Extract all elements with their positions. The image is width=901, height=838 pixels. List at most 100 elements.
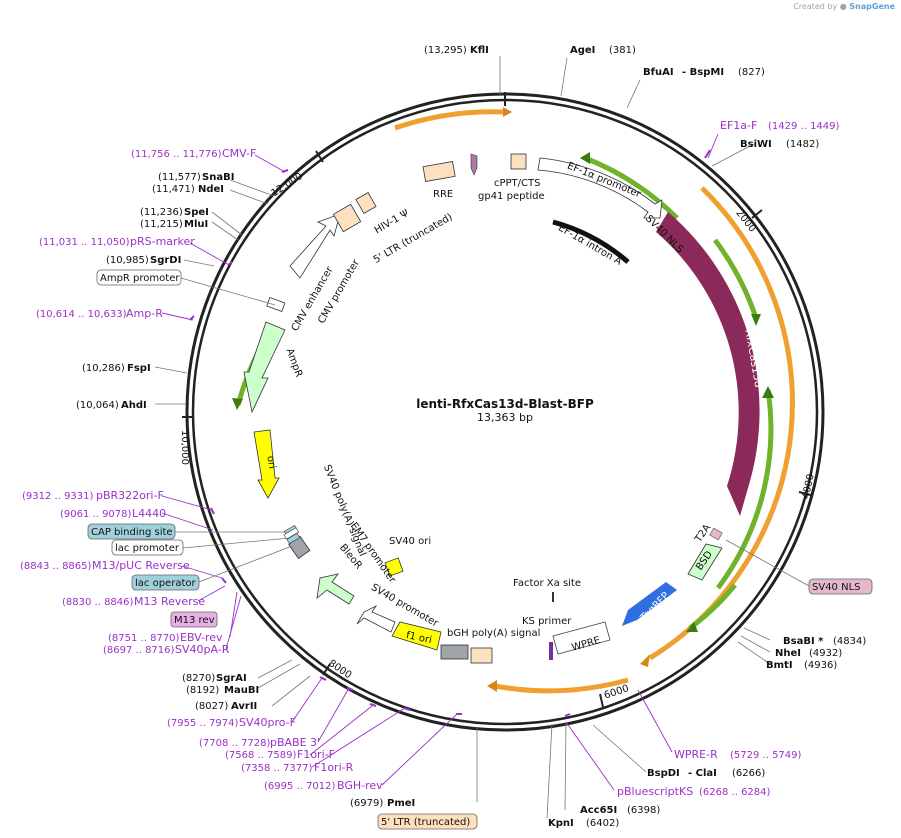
enzyme-fspi-name: FspI — [127, 363, 151, 374]
enzyme-sgrai-name: SgrAI — [216, 673, 247, 684]
enzyme-bspmi-name: - BspMI — [682, 67, 724, 78]
enzyme-agei-coord: (381) — [609, 45, 636, 56]
primer-bgh-rev-coord: (6995 .. 7012) — [264, 781, 336, 792]
primer-cmv-f-name: CMV-F — [222, 147, 256, 160]
ltr5-feature — [332, 203, 362, 233]
gp41-label: gp41 peptide — [478, 191, 545, 202]
enzyme-ndei-name: NdeI — [198, 184, 224, 195]
sv40-ori-feature — [384, 557, 404, 577]
rre-label: RRE — [433, 189, 453, 200]
enzyme-acc65i-coord: (6398) — [627, 805, 660, 816]
primer-l4440-coord: (9061 .. 9078) — [60, 509, 132, 520]
t2a-feature — [709, 527, 723, 541]
sv40-nls-leader — [725, 539, 810, 587]
f1-ori-label: f1 ori — [405, 630, 433, 646]
primer-l4440-name: L4440 — [132, 507, 166, 520]
tick-12000-label: 12,000 — [270, 171, 305, 199]
enzyme-kpni-name: KpnI — [548, 818, 574, 829]
plasmid-size: 13,363 bp — [477, 411, 533, 424]
primer-f1ori-r-coord: (7358 .. 7377) — [241, 763, 313, 774]
tick-2000-mark — [751, 209, 763, 219]
primer-sv40pro-f-coord: (7955 .. 7974) — [167, 718, 239, 729]
enzyme-snabi-name: SnaBI — [202, 172, 234, 183]
credit-prefix: Created by — [793, 2, 838, 11]
orf-green-r2-arrowhead — [762, 386, 774, 398]
lac-operator-boxlabel: lac operator — [135, 578, 196, 589]
enzyme-labels: (13,295) KflI AgeI (381) BfuAI - BspMI (… — [76, 45, 866, 829]
m13-rev-box — [170, 611, 218, 628]
enzyme-bsiwi-coord: (1482) — [786, 139, 819, 150]
enzyme-pmei-coord: (6979) — [350, 798, 383, 809]
lac-promoter-feature — [283, 527, 299, 540]
enzyme-leader-lines — [154, 56, 771, 819]
orf-bottom-orange — [494, 677, 629, 694]
enzyme-maubi-coord: (8192) — [186, 685, 219, 696]
enzyme-ahdi-name: AhdI — [121, 400, 147, 411]
enzyme-mlui-name: MluI — [184, 219, 208, 230]
enzyme-kpni-coord: (6402) — [586, 818, 619, 829]
primer-ticks — [189, 149, 711, 717]
enzyme-spei-name: SpeI — [184, 207, 209, 218]
snapgene-logo-icon: ● — [839, 2, 847, 11]
rfxcas13d-feature — [656, 212, 760, 516]
sv40-nls-boxlabel: SV40 NLS — [812, 582, 861, 593]
enzyme-pmei-name: PmeI — [387, 798, 415, 809]
enzyme-sgrdi-coord: (10,985) — [106, 255, 149, 266]
orf-green-ef-arrowhead — [580, 152, 590, 164]
enzyme-ndei-coord: (11,471) — [152, 184, 195, 195]
orf-green-efpromoter — [584, 155, 679, 220]
ks-primer-label: KS primer — [522, 616, 572, 627]
enzyme-clai-coord: (6266) — [732, 768, 765, 779]
enzyme-sgrai-coord: (8270) — [182, 673, 215, 684]
primer-ebv-rev-name: EBV-rev — [180, 631, 223, 644]
enzyme-bspdi-name: BspDI — [647, 768, 680, 779]
ampr-label: AmpR — [284, 347, 305, 379]
primer-f1ori-f-name: F1ori-F — [297, 748, 335, 761]
sv40-nls-box — [808, 578, 873, 595]
ltr5-box — [377, 813, 478, 830]
ampr-promoter-boxlabel: AmpR promoter — [100, 273, 180, 284]
bgh-polya-feature — [470, 647, 493, 664]
boxed-labels: AmpR promoter CAP binding site lac promo… — [87, 269, 873, 830]
primer-m13-rev-coord: (8830 .. 8846) — [62, 597, 134, 608]
orf-green-bsd — [688, 583, 737, 631]
enzyme-spei-coord: (11,236) — [140, 207, 183, 218]
wpre-feature — [552, 621, 611, 655]
tick-10000-label: 10,000 — [179, 430, 190, 465]
primer-f1ori-r-name: F1ori-R — [314, 761, 354, 774]
bleor-feature — [316, 573, 355, 605]
orf-top-arrowhead — [503, 107, 512, 117]
ori-feature — [253, 429, 280, 499]
snapgene-credit: Created by ● SnapGene — [793, 2, 895, 11]
orf-green-right1 — [713, 238, 759, 319]
primer-amp-r-coord: (10,614 .. 10,633) — [36, 309, 127, 320]
primer-pbr322ori-f-name: pBR322ori-F — [96, 489, 164, 502]
orf-green-ampr-arrowhead — [232, 398, 243, 410]
enzyme-kfli-name: KflI — [470, 45, 489, 56]
ef1a-promoter-feature — [537, 157, 663, 219]
primer-pbabe3-coord: (7708 .. 7728) — [199, 738, 271, 749]
primer-sv40pa-r-name: SV40pA-R — [175, 643, 230, 656]
primer-labels: EF1a-F (1429 .. 1449) (11,756 .. 11,776)… — [20, 119, 840, 798]
bgh-polya-label: bGH poly(A) signal — [447, 628, 540, 639]
cap-binding-boxlabel: CAP binding site — [91, 527, 173, 538]
f1-ori-feature — [391, 621, 442, 651]
sv40-promoter-feature — [356, 604, 396, 633]
rre-feature — [422, 161, 456, 182]
orf-bottom-arrowhead — [487, 680, 497, 692]
hiv-psi-feature — [355, 192, 377, 214]
enzyme-clai-name: - ClaI — [688, 768, 717, 779]
lac-promoter-boxlabel: lac promoter — [115, 543, 180, 554]
tick-4000-mark — [798, 491, 812, 496]
primer-wpre-r-name: WPRE-R — [674, 748, 718, 761]
enzyme-nhei-coord: (4932) — [809, 648, 842, 659]
cppt-feature — [510, 153, 527, 170]
cap-binding-box — [87, 523, 176, 540]
lac-promoter-box — [111, 539, 184, 556]
enzyme-fspi-coord: (10,286) — [82, 363, 125, 374]
ampr-promoter-feature — [266, 296, 286, 312]
factor-xa-label: Factor Xa site — [513, 578, 581, 589]
ampr-feature — [243, 321, 286, 414]
tick-6000-mark — [599, 693, 604, 708]
